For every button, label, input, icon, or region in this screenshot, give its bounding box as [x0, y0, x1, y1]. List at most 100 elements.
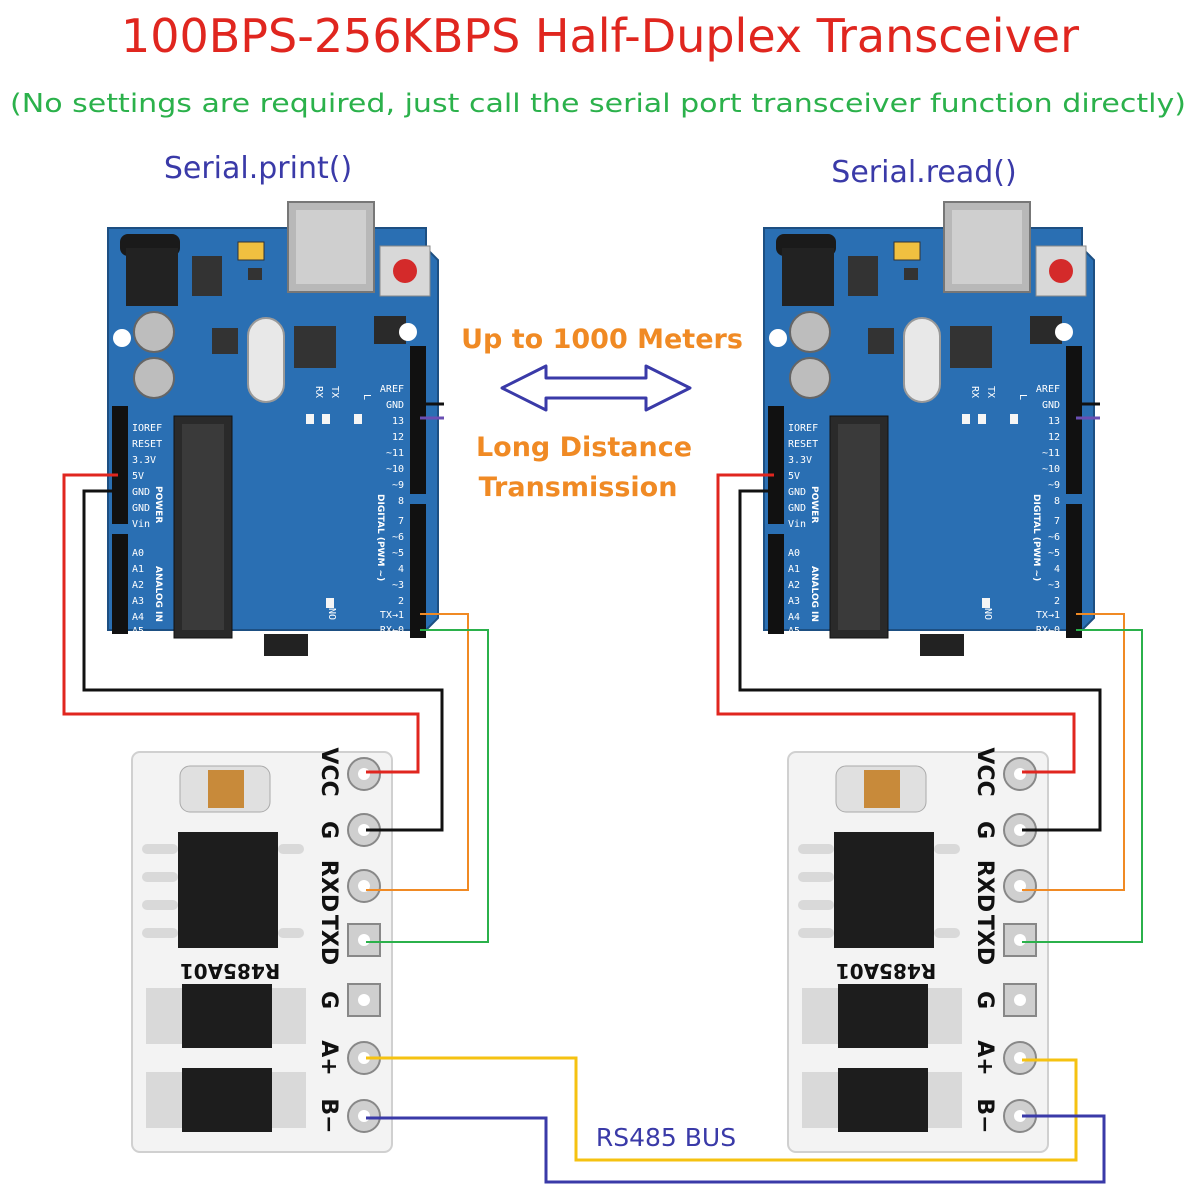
left-pin-10: ~10	[386, 464, 404, 475]
right-gnd-wire	[738, 489, 1102, 832]
right-pin-vin: Vin	[788, 519, 806, 530]
right-pin-3v3: 3.3V	[788, 455, 812, 466]
left-pin-gnd2: GND	[132, 503, 150, 514]
left-pin-13: 13	[392, 416, 404, 427]
left-pin-ioref: IOREF	[132, 423, 162, 434]
right-pin-a0: A0	[788, 548, 800, 559]
left-pin-a3: A3	[132, 596, 144, 607]
page-subtitle: (No settings are required, just call the…	[10, 89, 1186, 119]
right-digital-section-label: DIGITAL (PWM ~)	[1031, 494, 1041, 581]
left-rx-wire	[366, 629, 489, 943]
right-pin-7: 7	[1054, 516, 1060, 527]
transmission-label-line2: Transmission	[479, 472, 678, 503]
left-tx-led-label: TX	[329, 386, 340, 398]
right-pin-tx1: TX→1	[1036, 610, 1060, 621]
bus-a-wire	[366, 1056, 1078, 1162]
right-analog-section-label: ANALOG IN	[809, 566, 819, 622]
right-module-pin-vcc: VCC	[972, 747, 997, 796]
right-pin-12: 12	[1048, 432, 1060, 443]
bidirectional-arrow-icon	[500, 364, 692, 412]
left-pin-a4: A4	[132, 612, 144, 623]
right-module-name: R485A01	[836, 959, 936, 983]
left-digital-top-labels: AREF GND 13 12 ~11 ~10 ~9 8	[380, 384, 404, 507]
left-module-pin-b: B−	[316, 1098, 341, 1133]
right-module-pin-a: A+	[972, 1040, 997, 1075]
right-module-pin-g1: G	[972, 821, 997, 839]
right-module-pin-txd: TXD	[972, 915, 997, 965]
right-pin-gnd-d: GND	[1042, 400, 1060, 411]
left-gnd-wire	[82, 489, 444, 832]
left-pin-reset: RESET	[132, 439, 162, 450]
left-pin-6: ~6	[392, 532, 404, 543]
left-pin-5: ~5	[392, 548, 404, 559]
right-on-led-label: ON	[984, 608, 995, 620]
right-rx-led-label: RX	[969, 386, 980, 398]
left-vcc-wire	[62, 473, 420, 774]
left-pin-5v: 5V	[132, 471, 144, 482]
right-pin-gnd2: GND	[788, 503, 806, 514]
right-function-label: Serial.read()	[831, 155, 1016, 190]
right-power-section-label: POWER	[809, 486, 819, 523]
left-pin-a2: A2	[132, 580, 144, 591]
left-pin-a5: A5	[132, 626, 144, 637]
bus-b-wire	[366, 1114, 1106, 1184]
right-rs485-module: VCC G RXD TXD G A+ B− R485A01	[787, 747, 1049, 1153]
right-pin-2: 2	[1054, 596, 1060, 607]
right-tx-wire	[1022, 613, 1125, 891]
left-rx-led-label: RX	[313, 386, 324, 398]
left-arduino-board: TX RX L ON IOREF RESET 3.3V 5V GND GND V…	[107, 201, 439, 664]
right-pin-9: ~9	[1048, 480, 1060, 491]
right-pin-5v: 5V	[788, 471, 800, 482]
right-pin-gnd1: GND	[788, 487, 806, 498]
right-pin-8: 8	[1054, 496, 1060, 507]
right-pin-a4: A4	[788, 612, 800, 623]
right-pin-aref: AREF	[1036, 384, 1060, 395]
left-module-pin-a: A+	[316, 1040, 341, 1075]
left-module-name: R485A01	[180, 959, 280, 983]
right-power-pin-labels: IOREF RESET 3.3V 5V GND GND Vin	[788, 423, 818, 530]
page-title: 100BPS-256KBPS Half-Duplex Transceiver	[121, 9, 1079, 63]
left-pin-a1: A1	[132, 564, 144, 575]
right-pin-a3: A3	[788, 596, 800, 607]
right-pin-11: ~11	[1042, 448, 1060, 459]
right-pin-13: 13	[1048, 416, 1060, 427]
right-module-pin-b: B−	[972, 1098, 997, 1133]
left-pin-11: ~11	[386, 448, 404, 459]
bus-label: RS485 BUS	[596, 1123, 736, 1152]
right-pin-6: ~6	[1048, 532, 1060, 543]
right-pin-10: ~10	[1042, 464, 1060, 475]
left-analog-pin-labels: A0 A1 A2 A3 A4 A5	[132, 548, 144, 637]
left-pin-2: 2	[398, 596, 404, 607]
transmission-label-line1: Long Distance	[476, 432, 692, 463]
left-pin-a0: A0	[132, 548, 144, 559]
left-pin-4: 4	[398, 564, 404, 575]
right-rx-wire	[1022, 629, 1143, 943]
left-digital-section-label: DIGITAL (PWM ~)	[375, 494, 385, 581]
left-pin-8: 8	[398, 496, 404, 507]
left-module-pin-g1: G	[316, 821, 341, 839]
right-module-pin-g2: G	[972, 991, 997, 1009]
right-pin-4: 4	[1054, 564, 1060, 575]
left-pin-3: ~3	[392, 580, 404, 591]
left-function-label: Serial.print()	[164, 151, 352, 186]
right-pin-reset: RESET	[788, 439, 818, 450]
left-pin-7: 7	[398, 516, 404, 527]
right-digital-top-labels: AREF GND 13 12 ~11 ~10 ~9 8	[1036, 384, 1060, 507]
distance-label: Up to 1000 Meters	[461, 324, 743, 355]
left-analog-section-label: ANALOG IN	[153, 566, 163, 622]
right-digital-bottom-labels: 7 ~6 ~5 4 ~3 2 TX→1 RX←0	[1036, 516, 1060, 636]
left-module-pin-vcc: VCC	[316, 747, 341, 796]
left-pin-12: 12	[392, 432, 404, 443]
left-l-led-label: L	[361, 394, 372, 400]
left-on-led-label: ON	[328, 608, 339, 620]
right-arduino-board: TX RX L ON IOREF RESET 3.3V 5V GND GND V…	[763, 201, 1095, 664]
right-pin-3: ~3	[1048, 580, 1060, 591]
right-pin-a2: A2	[788, 580, 800, 591]
left-pin-aref: AREF	[380, 384, 404, 395]
left-digital-bottom-labels: 7 ~6 ~5 4 ~3 2 TX→1 RX←0	[380, 516, 404, 636]
left-pin-gnd1: GND	[132, 487, 150, 498]
left-power-section-label: POWER	[153, 486, 163, 523]
left-pin-gnd-d: GND	[386, 400, 404, 411]
left-module-pin-rxd: RXD	[316, 860, 341, 912]
